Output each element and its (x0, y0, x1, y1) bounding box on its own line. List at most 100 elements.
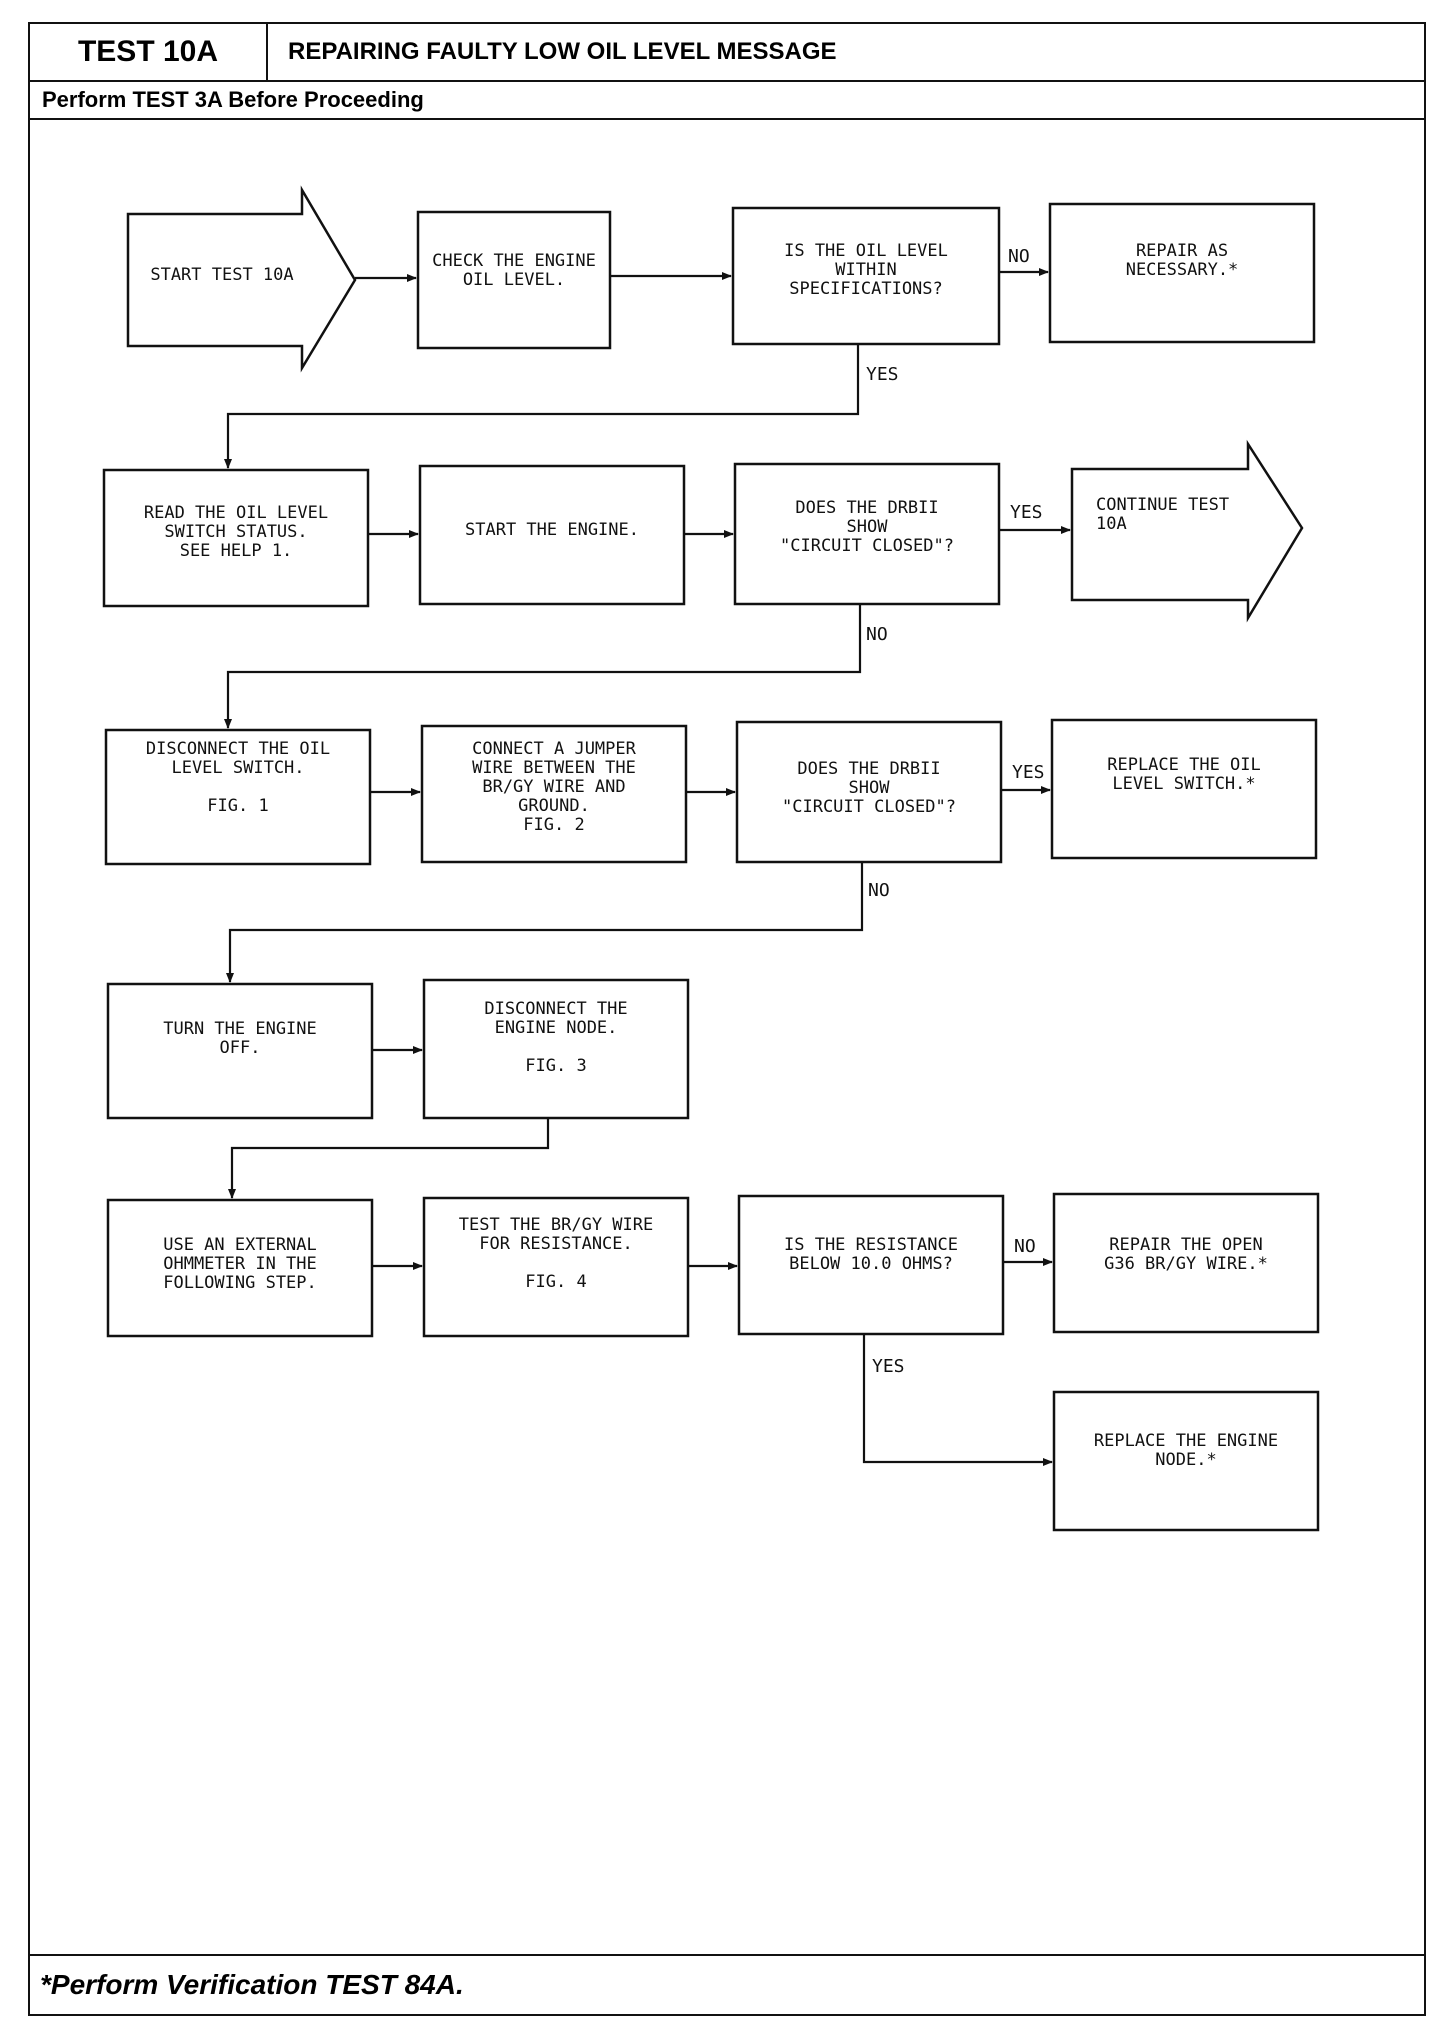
label-drb2-no: NO (868, 880, 890, 901)
node-text-line: FIG. 4 (525, 1272, 586, 1292)
node-text-line: DOES THE DRBII (795, 498, 938, 518)
node-text-line: G36 BR/GY WIRE.* (1104, 1254, 1268, 1274)
test-page: TEST 10A REPAIRING FAULTY LOW OIL LEVEL … (28, 22, 1426, 2016)
arrow-drb1-no (224, 604, 862, 729)
label-drb1-no: NO (866, 624, 888, 645)
node-text-line (551, 1253, 561, 1273)
node-text-line: GROUND. (518, 796, 590, 816)
node-text-line: BR/GY WIRE AND (482, 777, 625, 797)
node-text-line: READ THE OIL LEVEL (144, 503, 328, 523)
header-bar: TEST 10A REPAIRING FAULTY LOW OIL LEVEL … (30, 24, 1424, 82)
footer-bar: *Perform Verification TEST 84A. (30, 1954, 1424, 2014)
node-text-line: WIRE BETWEEN THE (472, 758, 636, 778)
node-text-line: SEE HELP 1. (180, 541, 293, 561)
node-text-line: "CIRCUIT CLOSED"? (780, 536, 954, 556)
node-text-line: SHOW (847, 517, 889, 537)
node-text-line: USE AN EXTERNAL (163, 1235, 317, 1255)
footer-note: *Perform Verification TEST 84A. (40, 1969, 464, 2000)
prerequisite-text: Perform TEST 3A Before Proceeding (42, 87, 424, 112)
label-res-no: NO (1014, 1236, 1036, 1257)
node-text-line: IS THE OIL LEVEL (784, 241, 948, 261)
node-text-line: BELOW 10.0 OHMS? (789, 1254, 953, 1274)
label-res-yes: YES (872, 1356, 905, 1377)
node-text-line: FIG. 2 (523, 815, 584, 835)
label-oil-no: NO (1008, 246, 1030, 267)
node-text-line (233, 777, 243, 797)
node-text-line: OFF. (220, 1038, 261, 1058)
test-title: REPAIRING FAULTY LOW OIL LEVEL MESSAGE (288, 38, 837, 65)
node-text-line (551, 1037, 561, 1057)
svg-text:START TEST 10A: START TEST 10A (150, 265, 293, 285)
node-text-line: 10A (1096, 514, 1127, 534)
node-text-line: CHECK THE ENGINE (432, 251, 596, 271)
node-text-line: DISCONNECT THE (484, 999, 627, 1019)
node-text-line: CONTINUE TEST (1096, 495, 1229, 515)
node-text-line: FIG. 1 (207, 796, 268, 816)
label-oil-yes: YES (866, 364, 899, 385)
node-text-line: FOR RESISTANCE. (479, 1234, 633, 1254)
node-text-line: OIL LEVEL. (463, 270, 565, 290)
node-text-line: SWITCH STATUS. (164, 522, 307, 542)
node-text-line: NODE.* (1155, 1450, 1216, 1470)
node-text-line: NECESSARY.* (1126, 260, 1239, 280)
node-text-line: START TEST 10A (150, 265, 293, 285)
arrow-discnode-to-ohm (228, 1118, 550, 1199)
node-text-line: IS THE RESISTANCE (784, 1235, 958, 1255)
test-id: TEST 10A (30, 24, 268, 80)
label-drb1-yes: YES (1010, 502, 1043, 523)
node-text-line: REPAIR AS (1136, 241, 1228, 261)
node-text-line: LEVEL SWITCH.* (1112, 774, 1255, 794)
arrow-oilq-yes (224, 344, 860, 469)
arrow-drb2-no (226, 862, 864, 983)
prerequisite-bar: Perform TEST 3A Before Proceeding (30, 82, 1424, 120)
node-text-line: LEVEL SWITCH. (171, 758, 304, 778)
node-start-engine: START THE ENGINE. (418, 464, 686, 606)
arrow-res-yes (862, 1334, 1053, 1466)
node-text-line: TURN THE ENGINE (163, 1019, 317, 1039)
node-text-line: REPLACE THE OIL (1107, 755, 1261, 775)
node-text-line: WITHIN (835, 260, 896, 280)
node-text-line: SPECIFICATIONS? (789, 279, 943, 299)
node-text-line: DOES THE DRBII (797, 759, 940, 779)
node-text-line: START THE ENGINE. (465, 520, 639, 540)
node-start: START TEST 10A (126, 185, 357, 373)
node-text-line: REPAIR THE OPEN (1109, 1235, 1263, 1255)
node-text-line: "CIRCUIT CLOSED"? (782, 797, 956, 817)
svg-text:START THE ENGINE.: START THE ENGINE. (465, 520, 639, 540)
node-text-line: CONNECT A JUMPER (472, 739, 637, 759)
node-text-line: TEST THE BR/GY WIRE (459, 1215, 653, 1235)
